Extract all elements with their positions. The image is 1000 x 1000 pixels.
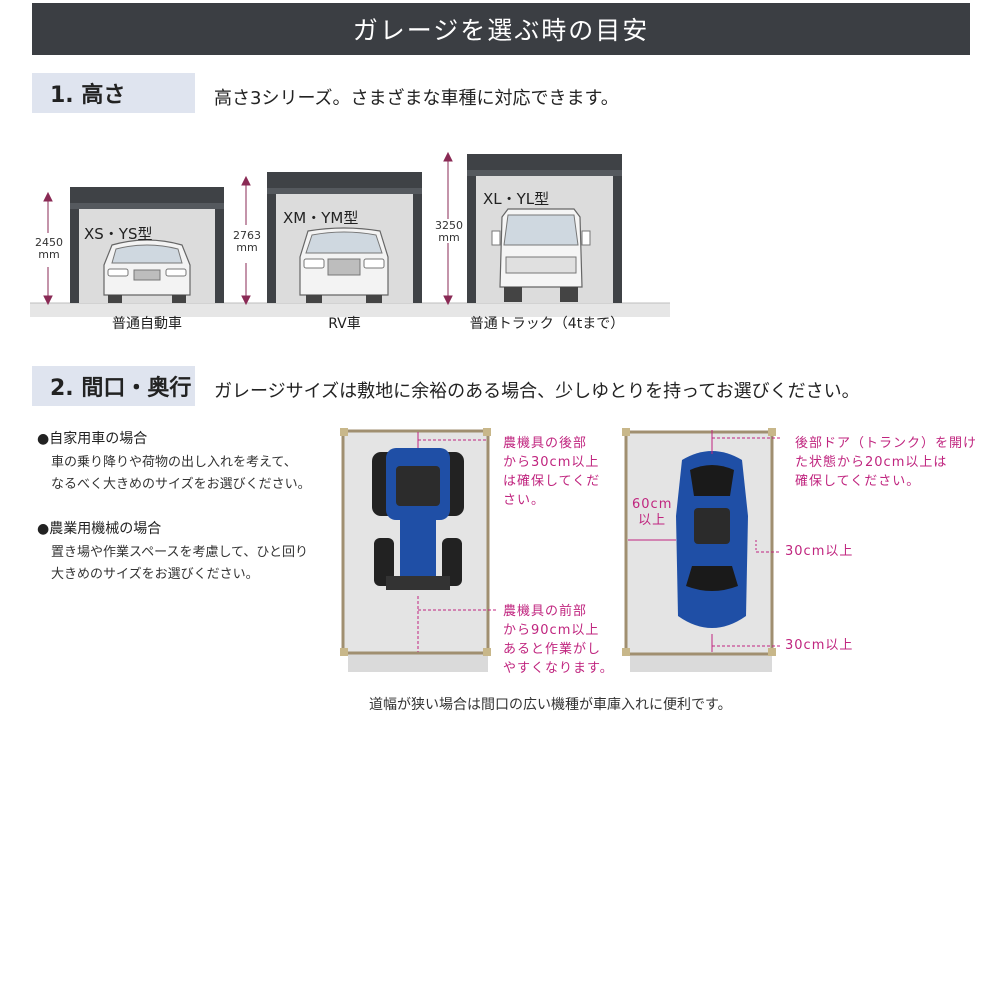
section-2-description: ガレージサイズは敷地に余裕のある場合、少しゆとりを持ってお選びください。 [214, 381, 860, 402]
note-line: さい。 [503, 493, 546, 508]
vehicle-label-rv: RV車 [328, 316, 361, 332]
car-right-side-note: 30cm以上 [785, 544, 854, 559]
case-line: 車の乗り降りや荷物の出し入れを考えて、 [51, 455, 297, 470]
section-2-label-text: 2. 間口・奥行 [50, 376, 192, 401]
note-line: 後部ドア（トランク）を開け [795, 436, 978, 451]
footnote: 道幅が狭い場合は間口の広い機種が車庫入れに便利です。 [369, 697, 732, 713]
vehicle-label-sedan: 普通自動車 [112, 316, 182, 332]
tractor-front-note: 農機具の前部 から90cm以上 あると作業がし やすくなります。 [503, 602, 614, 678]
car-rear-note: 後部ドア（トランク）を開け た状態から20cm以上は 確保してください。 [795, 434, 977, 491]
model-label-xl-yl: XL・YL型 [483, 190, 550, 208]
height-value: 2763 [233, 229, 261, 242]
tractor-rear-note: 農機具の後部 から30cm以上 は確保してくだ さい。 [503, 434, 600, 510]
vehicle-label-truck: 普通トラック（4tまで） [469, 316, 625, 332]
truck-front-illustration [491, 208, 591, 302]
section-1-label: 1. 高さ [32, 73, 195, 113]
height-label-2: 2763 mm [229, 230, 265, 254]
note-line: やすくなります。 [503, 661, 614, 676]
ground-strip [30, 303, 670, 317]
rv-front-illustration [299, 227, 389, 303]
case-line: 大きめのサイズをお選びください。 [51, 567, 259, 582]
page-title: ガレージを選ぶ時の目安 [352, 16, 650, 45]
sedan-front-illustration [103, 239, 191, 303]
page-banner: ガレージを選ぶ時の目安 [32, 3, 970, 55]
car-top-illustration [676, 451, 748, 628]
model-label-xm-ym: XM・YM型 [283, 209, 359, 227]
case-farm-machine: ●農業用機械の場合 置き場や作業スペースを考慮して、ひと回り 大きめのサイズをお… [37, 518, 308, 586]
tractor-illustration [372, 448, 464, 590]
height-value: 3250 [435, 219, 463, 232]
height-value: 2450 [35, 236, 63, 249]
note-line: 農機具の後部 [503, 436, 588, 451]
section-1-description: 高さ3シリーズ。さまざまな車種に対応できます。 [214, 88, 619, 109]
note-line: 確保してください。 [795, 474, 921, 489]
car-left-side-note: 60cm 以上 [632, 497, 673, 529]
case-title: ●自家用車の場合 [37, 431, 148, 447]
tractor-plan-diagram [340, 428, 498, 672]
case-line: なるべく大きめのサイズをお選びください。 [51, 477, 311, 492]
height-arrows [43, 151, 453, 306]
note-line: あると作業がし [503, 642, 602, 657]
garage-height-illustration [30, 151, 670, 317]
note-line: た状態から20cm以上は [795, 455, 948, 470]
note-line: から90cm以上 [503, 623, 600, 638]
note-line: から30cm以上 [503, 455, 600, 470]
case-title: ●農業用機械の場合 [37, 521, 162, 537]
note-line: は確保してくだ [503, 474, 601, 489]
note-line: 農機具の前部 [503, 604, 588, 619]
case-line: 置き場や作業スペースを考慮して、ひと回り [51, 545, 309, 560]
height-unit: mm [438, 231, 460, 244]
height-unit: mm [38, 248, 60, 261]
car-plan-diagram [622, 428, 780, 672]
height-unit: mm [236, 241, 258, 254]
car-front-note: 30cm以上 [785, 638, 854, 653]
height-label-3: 3250 mm [431, 220, 467, 244]
section-2-label: 2. 間口・奥行 [32, 366, 195, 406]
note-line: 60cm [632, 497, 673, 512]
note-line: 以上 [638, 513, 667, 528]
section-1-label-text: 1. 高さ [50, 83, 126, 108]
height-label-1: 2450 mm [31, 237, 67, 261]
model-label-xs-ys: XS・YS型 [84, 225, 153, 243]
case-private-car: ●自家用車の場合 車の乗り降りや荷物の出し入れを考えて、 なるべく大きめのサイズ… [37, 428, 311, 496]
